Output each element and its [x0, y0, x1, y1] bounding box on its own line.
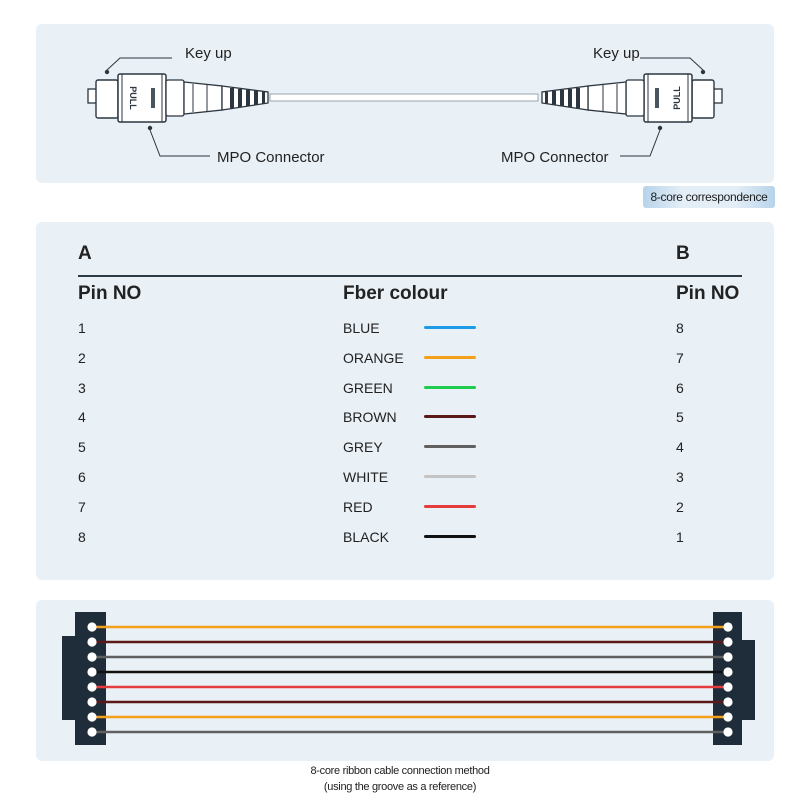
fiber-colour-swatch: [424, 534, 476, 538]
right-mpo-connector: [541, 69, 723, 131]
right-fiber-hole: [723, 727, 733, 737]
mpo-connector-label-left: MPO Connector: [217, 149, 325, 166]
fiber-colour-swatch: [424, 385, 476, 389]
pin-b-5: 4: [676, 439, 684, 456]
header-divider: [78, 275, 742, 277]
right-ribbon-block: [713, 612, 742, 745]
ribbon-wiring-drawing: [62, 612, 755, 745]
side-b-heading: B: [676, 243, 690, 264]
key-up-label-right: Key up: [593, 45, 640, 62]
right-fiber-hole: [723, 682, 733, 692]
left-fiber-hole: [87, 622, 97, 632]
left-fiber-hole: [87, 637, 97, 647]
fiber-colour-name: BLUE: [343, 320, 380, 336]
leader-key-up-left: [106, 57, 172, 71]
fiber-colour-name: BROWN: [343, 409, 397, 426]
fiber-colour-name: BLACK: [343, 528, 389, 545]
right-groove-tab: [741, 640, 755, 720]
left-fiber-hole: [87, 727, 97, 737]
left-fiber-hole: [87, 652, 97, 662]
pin-a-5: 5: [78, 439, 86, 456]
pin-b-4: 5: [676, 409, 684, 426]
fiber-colour-name: RED: [343, 498, 373, 515]
right-fiber-hole: [723, 712, 733, 722]
fiber-colour-name: ORANGE: [343, 349, 404, 366]
pin-a-3: 3: [78, 379, 86, 396]
left-ribbon-block: [75, 612, 106, 745]
fiber-colour-name: WHITE: [343, 469, 389, 485]
left-fiber-hole: [87, 682, 97, 692]
right-fiber-hole: [723, 667, 733, 677]
pin-b-3: 6: [676, 379, 684, 396]
fiber-colour-swatch: [424, 355, 476, 359]
pin-a-1: 1: [78, 320, 86, 336]
fiber-colour-name: GREY: [343, 439, 383, 456]
pin-b-8: 1: [676, 528, 684, 545]
pin-b-6: 3: [676, 469, 684, 485]
pin-a-6: 6: [78, 469, 86, 485]
pin-a-8: 8: [78, 528, 86, 545]
left-fiber-hole: [87, 712, 97, 722]
pin-no-header-a: Pin NO: [78, 283, 142, 304]
leader-connector-right: [620, 129, 661, 157]
left-groove-tab: [62, 636, 76, 720]
pin-a-7: 7: [78, 498, 86, 515]
fiber-colour-header: Fber colour: [343, 283, 448, 304]
pin-b-7: 2: [676, 498, 684, 515]
pull-label-left: PULL: [128, 86, 138, 110]
correspondence-tag: 8-core correspondence: [643, 186, 775, 208]
fiber-colour-swatch: [424, 445, 476, 449]
pin-no-header-b: Pin NO: [676, 283, 740, 304]
fiber-colour-name: GREEN: [343, 379, 393, 396]
pin-b-1: 8: [676, 320, 684, 336]
side-a-heading: A: [78, 243, 92, 264]
fiber-colour-swatch: [424, 415, 476, 419]
right-fiber-hole: [723, 637, 733, 647]
caption-line-1: 8-core ribbon cable connection method: [310, 765, 490, 777]
fiber-cable: [269, 93, 539, 102]
left-fiber-hole: [87, 667, 97, 677]
pull-label-right: PULL: [672, 86, 682, 110]
right-fiber-hole: [723, 622, 733, 632]
fiber-colour-swatch: [424, 504, 476, 508]
leader-connector-left: [149, 129, 210, 157]
pin-a-4: 4: [78, 409, 86, 426]
leader-key-up-right: [640, 57, 704, 71]
pin-table-panel: [36, 222, 774, 580]
mpo-connector-label-right: MPO Connector: [501, 149, 609, 166]
fiber-colour-swatch: [424, 475, 476, 478]
caption-line-2: (using the groove as a reference): [323, 781, 477, 793]
key-up-label-left: Key up: [185, 45, 232, 62]
left-fiber-hole: [87, 697, 97, 707]
mpo-cable-drawing: PULL PULL: [87, 57, 723, 157]
right-fiber-hole: [723, 697, 733, 707]
pin-b-2: 7: [676, 349, 684, 366]
right-fiber-hole: [723, 652, 733, 662]
pin-a-2: 2: [78, 349, 86, 366]
left-mpo-connector: PULL: [87, 69, 269, 131]
fiber-colour-swatch: [424, 326, 476, 329]
